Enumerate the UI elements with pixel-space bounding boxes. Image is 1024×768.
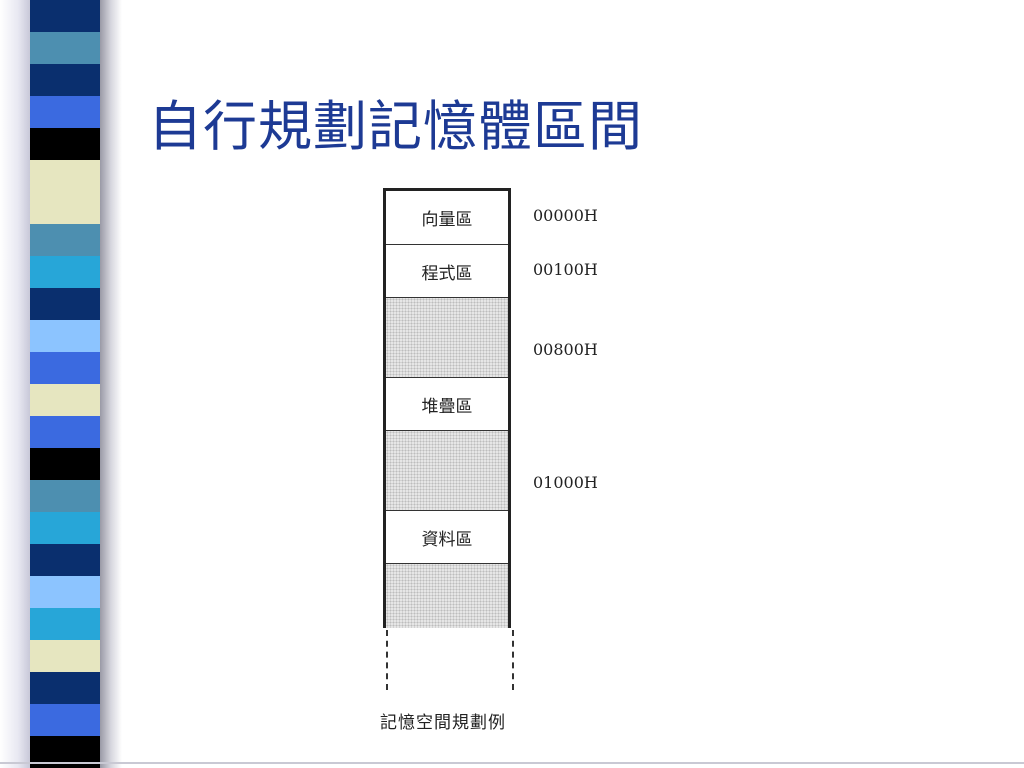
stripe [30,256,100,288]
segment-label: 程式區 [421,263,473,284]
address-label: 00800H [533,340,598,359]
diagram-caption: 記憶空間規劃例 [380,713,506,733]
segment-unused-3 [386,564,508,628]
segment-label: 向量區 [421,210,473,230]
stripe [30,384,100,416]
decorative-stripe-band [30,0,100,768]
stripe [30,288,100,320]
stripe [30,320,100,352]
address-label: 01000H [533,473,598,492]
segment-label: 堆疊區 [421,396,473,417]
stripe [30,32,100,64]
stripe-shadow-left [0,0,30,768]
slide-title: 自行規劃記憶體區間 [148,95,643,158]
stripe [30,96,100,128]
segment-stack: 堆疊區 [386,378,508,431]
segment-vector: 向量區 [386,191,508,245]
stripe [30,704,100,736]
segment-label: 資料區 [421,529,473,550]
stripe [30,0,100,32]
stripe [30,64,100,96]
bottom-rule [0,762,1024,764]
segment-unused-2 [386,431,508,511]
stripe [30,480,100,512]
stripe [30,512,100,544]
continuation-dash-left [386,630,388,690]
stripe [30,416,100,448]
stripe [30,352,100,384]
stripe [30,128,100,160]
stripe [30,192,100,224]
memory-map-column: 向量區 程式區 堆疊區 資料區 [383,188,511,628]
stripe [30,448,100,480]
stripe [30,608,100,640]
stripe [30,640,100,672]
segment-program: 程式區 [386,245,508,298]
address-label: 00000H [533,206,598,225]
segment-data: 資料區 [386,511,508,564]
stripe-shadow-right [100,0,122,768]
stripe [30,672,100,704]
stripe [30,160,100,192]
continuation-dash-right [512,630,514,690]
address-label: 00100H [533,260,598,279]
stripe [30,544,100,576]
stripe [30,576,100,608]
segment-unused-1 [386,298,508,378]
stripe [30,224,100,256]
